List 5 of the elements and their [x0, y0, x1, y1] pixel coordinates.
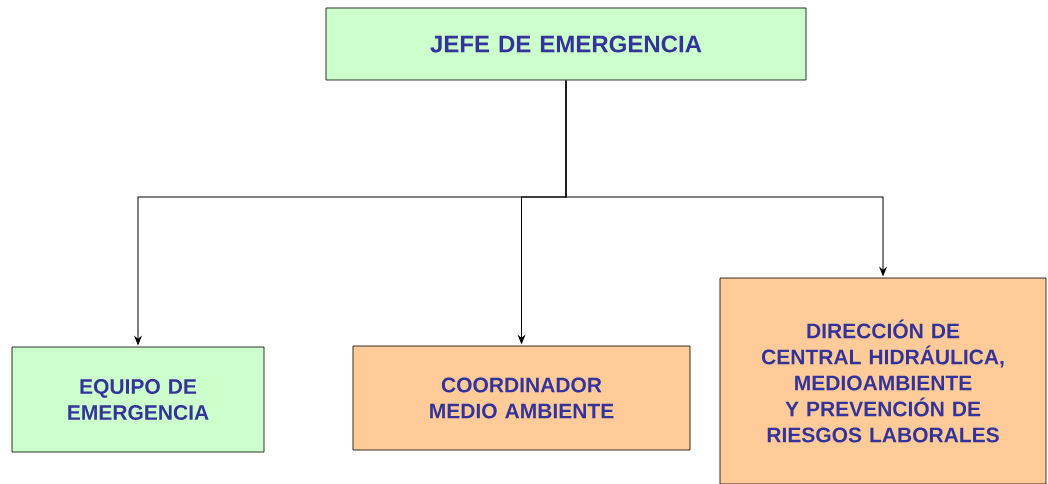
role-box: JEFE DE EMERGENCIA — [325, 7, 807, 81]
connector-arrow — [565, 79, 887, 276]
role-box: COORDINADOR MEDIO AMBIENTE — [352, 345, 691, 451]
role-box: EQUIPO DE EMERGENCIA — [11, 346, 265, 453]
role-box: DIRECCIÓN DE CENTRAL HIDRÁULICA, MEDIOAMBIENTE Y PREVENCIÓN DE RIESGOS LABORALES — [719, 277, 1047, 484]
